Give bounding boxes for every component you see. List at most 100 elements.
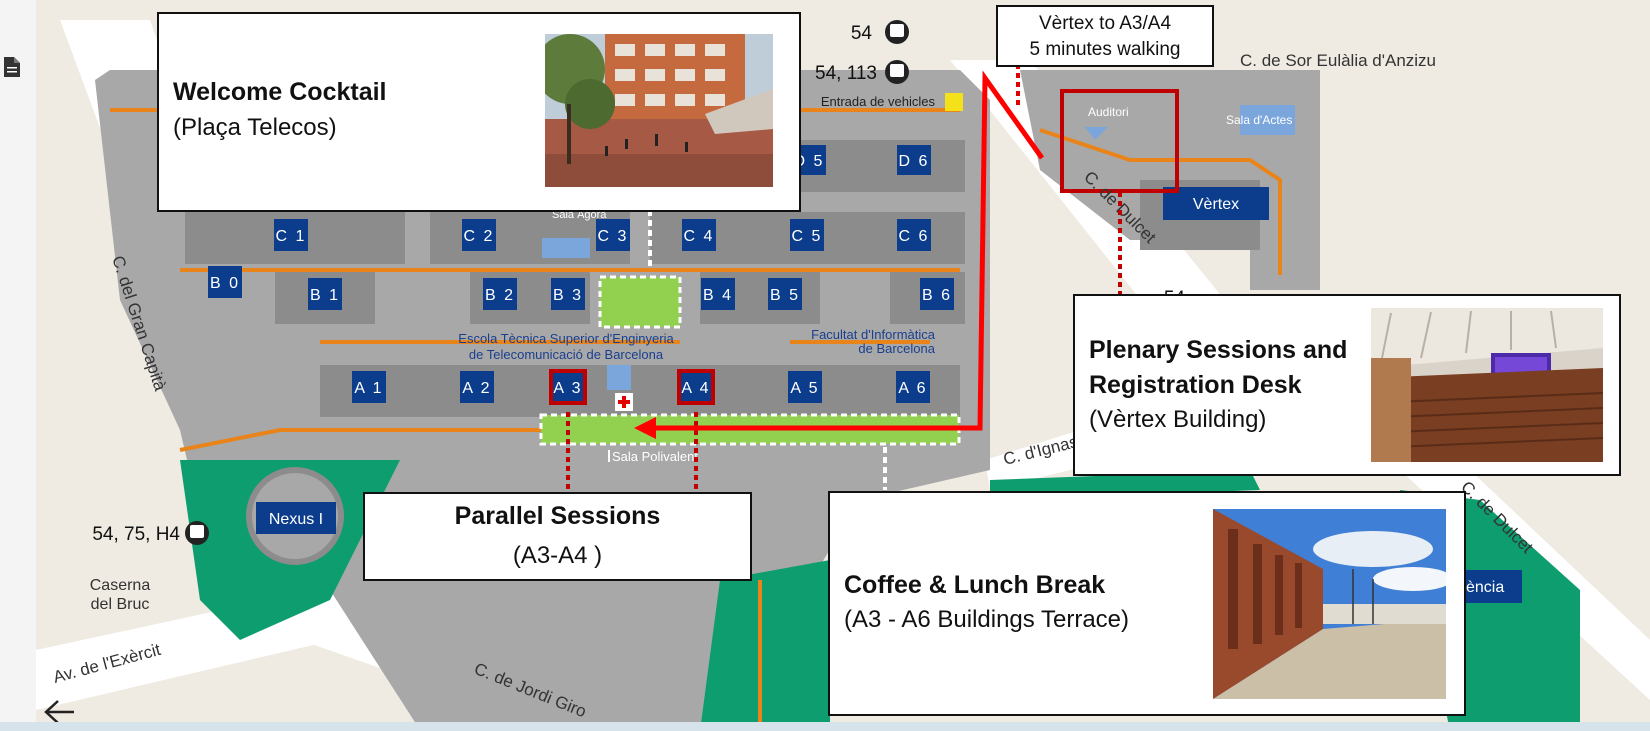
building-c5-label: C 5 — [792, 228, 823, 245]
building-b4-label: B 4 — [703, 287, 733, 304]
plenary-callout: Plenary Sessions and Registration Desk (… — [1073, 294, 1621, 476]
park-bottom — [700, 560, 830, 731]
bus-stop-3-label: 54, 75, H4 — [92, 524, 180, 545]
vertex-label: Vèrtex — [1193, 196, 1239, 213]
building-encia — [1460, 570, 1522, 603]
coffee-title: Coffee & Lunch Break — [844, 571, 1106, 599]
building-b4 — [701, 278, 735, 310]
first-aid-icon — [615, 393, 633, 411]
bus-stop-2-label: 54, 113 — [815, 63, 877, 84]
building-c1 — [274, 219, 308, 251]
building-b3-label: B 3 — [553, 287, 583, 304]
bus-stop-1-label: 54 — [851, 23, 873, 44]
road-a-row — [179, 428, 540, 452]
bus-icon-body — [190, 525, 204, 538]
auditori-room — [1085, 127, 1108, 140]
vertex-label-box — [1163, 187, 1269, 220]
building-a6-label: A 6 — [898, 380, 927, 397]
bus-stop-2: 54, 113 — [815, 60, 909, 84]
building-c3-label: C 3 — [598, 228, 629, 245]
bottom-bar — [0, 722, 1650, 731]
route-arrow-head — [634, 417, 656, 439]
building-a2-label: A 2 — [462, 380, 491, 397]
building-c5 — [790, 219, 824, 251]
building-a4 — [677, 369, 715, 405]
road-vertex — [1039, 128, 1282, 275]
coffee-subtitle: (A3 - A6 Buildings Terrace) — [844, 606, 1130, 633]
plenary-title-line2: Registration Desk — [1089, 371, 1302, 399]
building-b1-label: B 1 — [310, 287, 340, 304]
sala-polivalent-tick — [608, 450, 610, 462]
building-b0 — [208, 266, 242, 298]
building-b6 — [920, 278, 954, 310]
sala-agora-room — [542, 238, 590, 258]
building-b5 — [768, 278, 802, 310]
entrada-label: Entrada de vehicles — [821, 94, 936, 109]
walking-route — [650, 70, 1045, 431]
coffee-callout: Coffee & Lunch Break (A3 - A6 Buildings … — [828, 491, 1466, 716]
building-a4-label: A 4 — [681, 380, 710, 397]
auditorium-photo — [1371, 308, 1603, 462]
building-a3 — [549, 369, 587, 405]
walk-line2: 5 minutes walking — [1029, 39, 1181, 60]
bus-icon-body — [890, 64, 904, 77]
building-c2 — [462, 219, 496, 251]
nexus-label-box — [256, 502, 336, 534]
building-b5-label: B 5 — [770, 287, 800, 304]
auditori-label: Auditori — [1088, 105, 1129, 119]
building-a5-label: A 5 — [790, 380, 819, 397]
parallel-callout: Parallel Sessions (A3-A4 ) — [363, 492, 752, 581]
block-a — [320, 365, 960, 417]
welcome-title: Welcome Cocktail — [173, 78, 387, 106]
plaza-telecos-photo — [545, 34, 773, 187]
document-icon[interactable] — [2, 56, 22, 78]
building-c6 — [897, 219, 931, 251]
building-a6 — [896, 371, 930, 403]
building-c6-label: C 6 — [899, 228, 930, 245]
arrow-left-icon[interactable] — [42, 698, 78, 726]
welcome-subtitle: (Plaça Telecos) — [173, 114, 337, 141]
building-c2-label: C 2 — [464, 228, 495, 245]
bus-stop-3: 54, 75, H4 — [92, 521, 209, 545]
bus-stop-1: 54 — [851, 20, 909, 44]
building-b2 — [483, 278, 517, 310]
building-b2-label: B 2 — [485, 287, 515, 304]
building-labels: C 1 C 2 C 3 C 4 C 5 C 6 D 5 D 6 B 0 B 1 … — [208, 145, 954, 405]
terrace-photo — [1213, 509, 1446, 699]
fib-label-line1: Facultat d'Informàtica — [811, 327, 936, 342]
nexus-label: Nexus I — [269, 511, 323, 528]
room-a3-a4 — [607, 365, 631, 390]
bus-icon-body — [890, 24, 904, 37]
parallel-subtitle: (A3-A4 ) — [512, 542, 603, 569]
lawn-b3-b4 — [598, 275, 682, 329]
building-a3-label: A 3 — [553, 380, 582, 397]
building-b0-label: B 0 — [210, 275, 240, 292]
entrada-marker — [945, 93, 963, 111]
caserna-line2: del Bruc — [91, 596, 150, 613]
sala-actes-room — [1240, 105, 1295, 135]
building-b6-label: B 6 — [922, 287, 952, 304]
walk-callout: Vèrtex to A3/A4 5 minutes walking — [996, 5, 1214, 67]
caserna-line1: Caserna — [90, 577, 151, 594]
parallel-title: Parallel Sessions — [454, 502, 661, 530]
street-sor-eulalia-label: C. de Sor Eulàlia d'Anzizu — [1240, 51, 1436, 70]
building-encia-label: ència — [1466, 579, 1504, 596]
plenary-title-line1: Plenary Sessions and — [1089, 336, 1348, 364]
building-d6-label: D 6 — [899, 153, 930, 170]
vertex-highlight — [1060, 89, 1179, 193]
school-label-line1: Escola Tècnica Superior d'Enginyeria — [458, 331, 674, 346]
building-a1 — [352, 371, 386, 403]
fib-label-line2: de Barcelona — [858, 341, 935, 356]
building-c4-label: C 4 — [684, 228, 715, 245]
left-toolbar — [0, 0, 36, 731]
building-c3 — [596, 219, 630, 251]
building-d6 — [897, 145, 931, 175]
building-a5 — [788, 371, 822, 403]
walk-line1: Vèrtex to A3/A4 — [1038, 13, 1172, 34]
welcome-callout: Welcome Cocktail (Plaça Telecos) — [157, 12, 801, 212]
street-exercit — [36, 580, 420, 710]
street-ignasi — [985, 430, 1090, 490]
building-a2 — [460, 371, 494, 403]
